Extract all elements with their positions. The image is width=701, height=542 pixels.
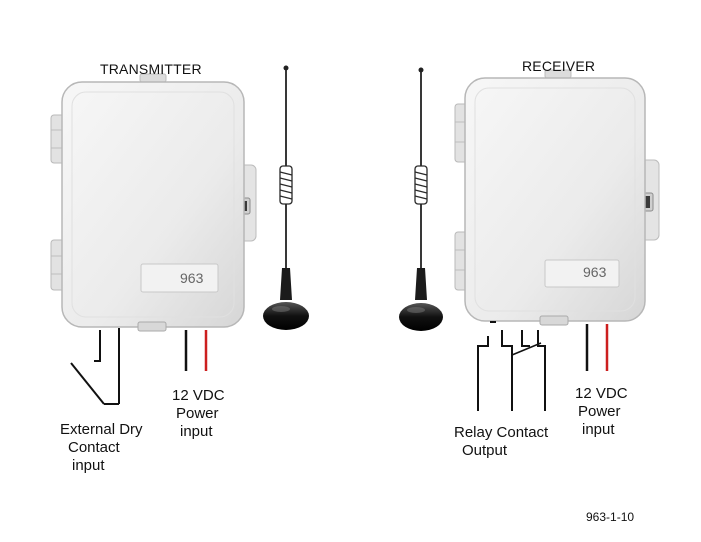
- transmitter-enclosure: [50, 73, 257, 332]
- receiver-power-label-line3: input: [582, 421, 615, 438]
- transmitter-power-label-line2: Power: [176, 405, 219, 422]
- transmitter-antenna: [263, 65, 309, 330]
- transmitter-antenna-base: [263, 302, 309, 330]
- receiver-power-label-line1: 12 VDC: [575, 385, 628, 402]
- transmitter-contact-label-line3: input: [72, 457, 105, 474]
- receiver-power-label-line2: Power: [578, 403, 621, 420]
- receiver-antenna-base: [399, 303, 443, 331]
- receiver-title: RECEIVER: [522, 58, 596, 74]
- receiver-relay-contact-wiring: [477, 321, 546, 411]
- receiver-power-wires: [585, 324, 609, 371]
- transmitter-contact-label-line1: External Dry: [60, 421, 143, 438]
- transmitter-power-label-line3: input: [180, 423, 213, 440]
- transmitter-contact-label-line2: Contact: [68, 439, 120, 456]
- receiver-antenna-coil: [414, 165, 428, 205]
- receiver-enclosure: [454, 69, 660, 326]
- transmitter-power-wires: [184, 330, 208, 371]
- receiver-relay-label-line1: Relay Contact: [454, 424, 549, 441]
- receiver-label-plate: [544, 259, 620, 288]
- receiver-badge: 963: [583, 264, 607, 280]
- transmitter-label-plate: [140, 263, 219, 293]
- figure-code: 963-1-10: [586, 510, 635, 524]
- transmitter-antenna-coil: [279, 165, 293, 205]
- transmitter-badge: 963: [180, 270, 204, 286]
- receiver-antenna: [399, 67, 443, 331]
- transmitter-title: TRANSMITTER: [100, 61, 202, 77]
- transmitter-dry-contact-wiring: [70, 328, 120, 405]
- transmitter-power-label-line1: 12 VDC: [172, 387, 225, 404]
- receiver-relay-label-line2: Output: [462, 442, 508, 459]
